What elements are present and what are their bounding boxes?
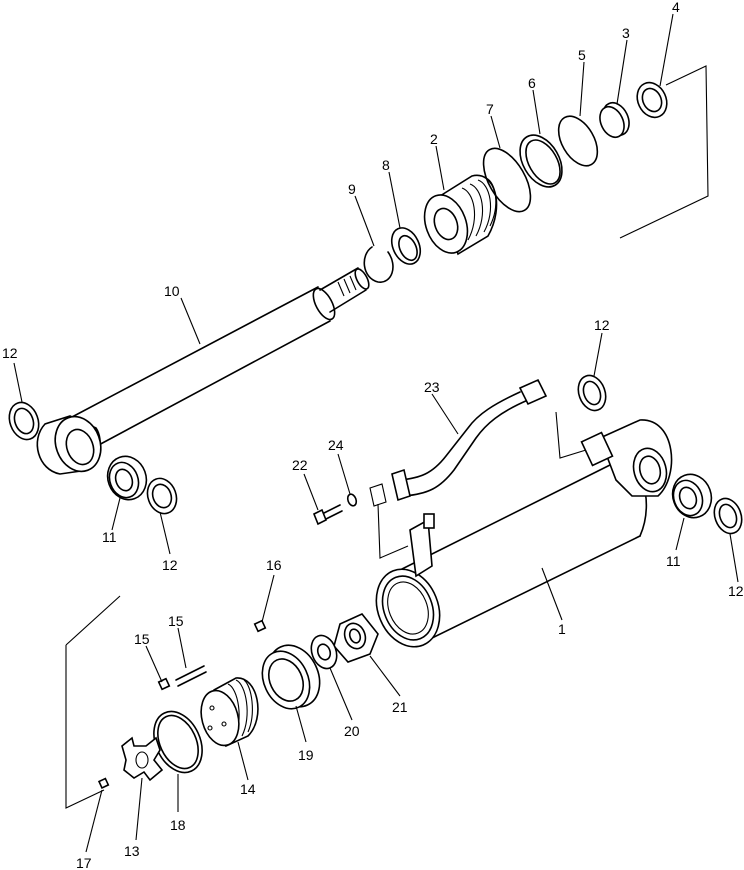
set-screw-15-left xyxy=(157,677,171,691)
piston xyxy=(423,174,498,256)
callout-6: 6 xyxy=(528,75,536,91)
callout-7: 7 xyxy=(486,101,494,117)
assembly-bracket-top xyxy=(619,65,709,239)
callout-12-left-outer: 12 xyxy=(2,345,18,361)
callout-22: 23 xyxy=(424,379,440,395)
dust-seal-left-inner xyxy=(146,477,178,515)
callout-10: 10 xyxy=(164,283,180,299)
head xyxy=(200,677,259,748)
callout-11-left: 11 xyxy=(102,529,117,545)
callout-12-right-upper: 12 xyxy=(594,317,610,333)
callout-18: 18 xyxy=(170,817,186,833)
pin-16 xyxy=(175,665,207,687)
cylinder-tube xyxy=(375,419,673,648)
bushing-left xyxy=(106,455,148,501)
callout-20: 20 xyxy=(344,723,360,739)
callout-1: 1 xyxy=(558,621,566,637)
callout-12-right-lower: 12 xyxy=(728,583,744,599)
assembly-bracket-bottom xyxy=(65,595,121,809)
callout-24: 24 xyxy=(328,437,344,453)
callout-4: 4 xyxy=(672,0,680,15)
wear-ring-8 xyxy=(390,227,422,265)
nut xyxy=(333,613,379,663)
bolt xyxy=(312,504,343,526)
snap-ring xyxy=(363,246,394,283)
callout-8: 8 xyxy=(382,157,390,173)
o-ring-5 xyxy=(557,115,599,167)
collar xyxy=(310,634,338,670)
callout-16: 15 xyxy=(168,613,184,629)
lock-plate xyxy=(121,736,164,782)
callout-11-right: 11 xyxy=(666,553,681,569)
callout-12-left-inner: 12 xyxy=(162,557,178,573)
dust-seal-right-upper xyxy=(577,374,607,412)
set-screw-15-right xyxy=(253,619,267,633)
callout-17: 17 xyxy=(76,855,92,870)
dust-seal-right-lower xyxy=(713,497,743,535)
bushing-right xyxy=(671,473,713,519)
callout-3: 3 xyxy=(622,25,630,41)
cushion-ring xyxy=(261,644,321,710)
ring-3 xyxy=(599,101,630,139)
hydraulic-pipe xyxy=(369,378,587,559)
callout-19: 19 xyxy=(298,747,314,763)
piston-rod xyxy=(36,267,370,475)
callout-5: 5 xyxy=(578,47,586,63)
set-screw-17 xyxy=(97,777,110,789)
washer xyxy=(346,493,358,507)
leader-lines xyxy=(13,13,739,853)
callout-15-left: 15 xyxy=(134,631,150,647)
callout-13: 13 xyxy=(124,843,140,859)
o-ring-7 xyxy=(482,147,532,213)
callout-21: 21 xyxy=(392,699,408,715)
callout-2: 2 xyxy=(430,131,438,147)
callout-15-right: 16 xyxy=(266,557,282,573)
callout-14: 14 xyxy=(240,781,256,797)
callout-9: 9 xyxy=(348,181,356,197)
callout-23: 22 xyxy=(292,457,308,473)
ring-4 xyxy=(636,81,668,119)
seal-ring-6 xyxy=(519,134,563,188)
dust-seal-left-outer xyxy=(8,401,40,441)
